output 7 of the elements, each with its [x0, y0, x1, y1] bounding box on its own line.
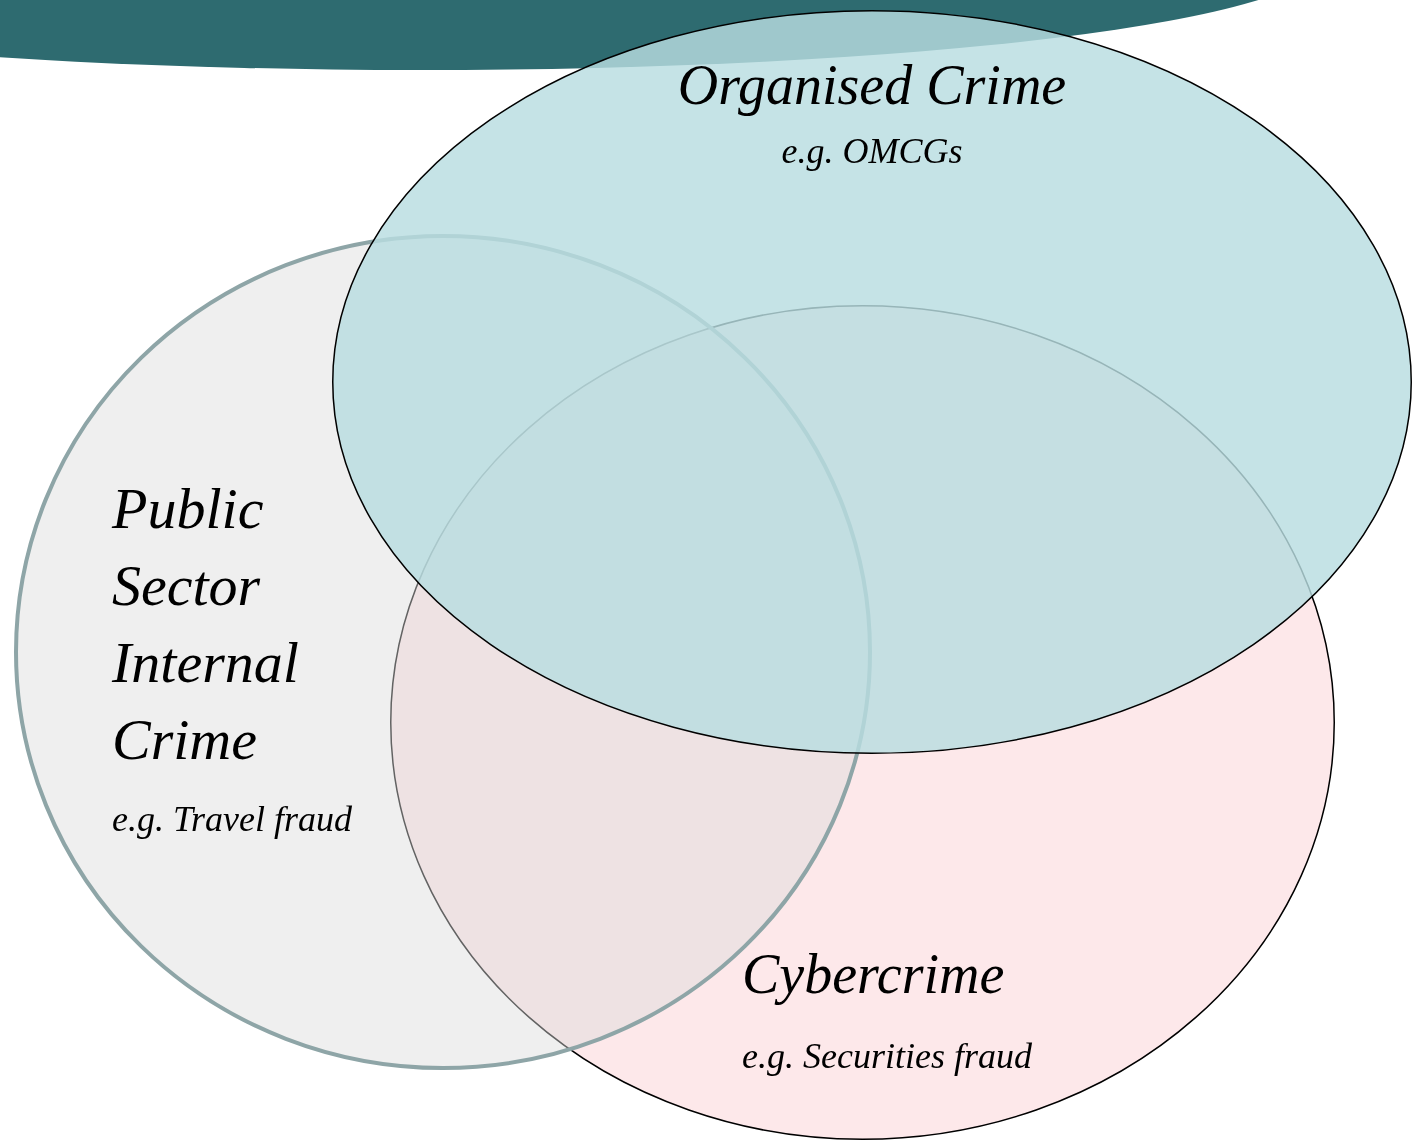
set-title: Public Sector Internal Crime — [112, 475, 300, 774]
example-text: e.g. OMCGs — [781, 130, 963, 172]
example-text: e.g. Securities fraud — [742, 1035, 1032, 1077]
venn-ellipse — [332, 10, 1412, 754]
example-text: e.g. Travel fraud — [112, 798, 352, 840]
set-title: Organised Crime — [676, 53, 1068, 118]
set-title: Cybercrime — [742, 942, 1006, 1007]
